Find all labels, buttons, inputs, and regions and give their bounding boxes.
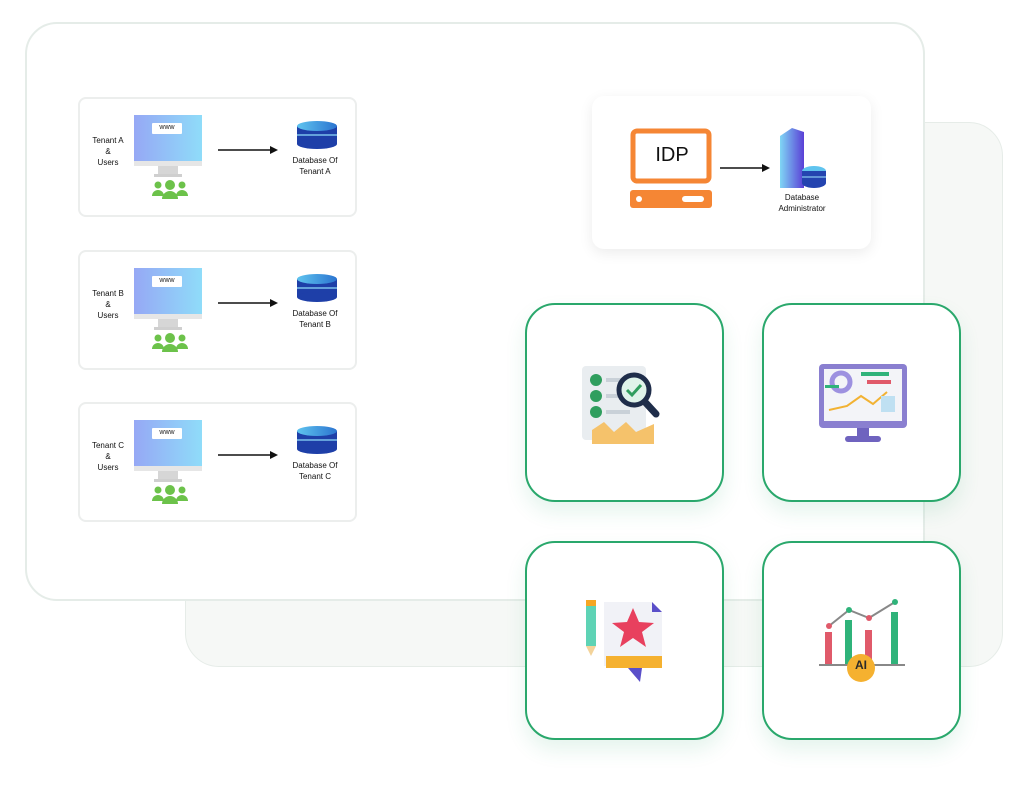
database-icon bbox=[297, 121, 337, 149]
analytics-dashboard-monitor-icon bbox=[819, 364, 907, 442]
monitor-icon bbox=[134, 268, 202, 330]
db-admin-label: Database Administrator bbox=[762, 192, 842, 214]
arrow-icon bbox=[720, 164, 770, 172]
tenant-label-line: Users bbox=[97, 311, 119, 320]
monitor-icon bbox=[134, 420, 202, 482]
database-server-icon bbox=[780, 128, 826, 188]
tenant-label: Tenant C & Users bbox=[86, 440, 130, 473]
tenant-label-line: Tenant A bbox=[92, 136, 124, 145]
database-label: Database Of Tenant B bbox=[280, 308, 350, 330]
users-icon bbox=[152, 485, 188, 504]
tenant-label-line: Users bbox=[97, 158, 119, 167]
users-icon bbox=[152, 333, 188, 352]
database-label: Database Of Tenant C bbox=[280, 460, 350, 482]
url-label: www bbox=[159, 429, 175, 436]
database-label-line: Tenant B bbox=[299, 320, 331, 329]
db-admin-line: Database bbox=[784, 193, 820, 202]
db-admin-line: Administrator bbox=[778, 204, 826, 213]
database-label-line: Tenant A bbox=[299, 167, 331, 176]
tenant-label-line: Tenant C bbox=[91, 441, 125, 450]
tenant-label-line: & bbox=[105, 300, 111, 309]
tenant-card: Tenant C & Users www Database Of Tenant … bbox=[78, 402, 357, 522]
tenant-label: Tenant B & Users bbox=[86, 288, 130, 321]
users-icon bbox=[152, 180, 188, 199]
monitor-icon bbox=[134, 115, 202, 177]
tile-design[interactable] bbox=[525, 541, 724, 740]
tenant-label-line: Tenant B bbox=[92, 289, 124, 298]
idp-label: IDP bbox=[655, 144, 689, 166]
ai-bar-chart-icon bbox=[819, 599, 905, 682]
database-icon bbox=[297, 274, 337, 302]
design-star-document-icon bbox=[586, 600, 662, 682]
arrow-icon bbox=[218, 299, 278, 307]
idp-computer-icon bbox=[630, 128, 712, 208]
tile-analytics[interactable] bbox=[762, 303, 961, 502]
url-label: www bbox=[159, 277, 175, 284]
tenant-card: Tenant B & Users www Database Of Tenant … bbox=[78, 250, 357, 370]
tenant-card: Tenant A & Users www Database Of Tenant … bbox=[78, 97, 357, 217]
arrow-icon bbox=[218, 451, 278, 459]
arrow-icon bbox=[218, 146, 278, 154]
database-label-line: Database Of bbox=[292, 156, 338, 165]
database-label-line: Database Of bbox=[292, 309, 338, 318]
database-label-line: Database Of bbox=[292, 461, 338, 470]
ai-badge: AI bbox=[855, 658, 867, 672]
audit-checklist-search-icon bbox=[582, 366, 660, 444]
database-label-line: Tenant C bbox=[298, 472, 332, 481]
url-label: www bbox=[159, 124, 175, 131]
tile-ai-analytics[interactable]: AI bbox=[762, 541, 961, 740]
tenant-label-line: & bbox=[105, 147, 111, 156]
tile-audit[interactable] bbox=[525, 303, 724, 502]
database-icon bbox=[297, 426, 337, 454]
idp-card: IDP Database Administrator bbox=[592, 96, 871, 249]
tenant-label-line: & bbox=[105, 452, 111, 461]
tenant-label: Tenant A & Users bbox=[86, 135, 130, 168]
tenant-label-line: Users bbox=[97, 463, 119, 472]
database-label: Database Of Tenant A bbox=[280, 155, 350, 177]
